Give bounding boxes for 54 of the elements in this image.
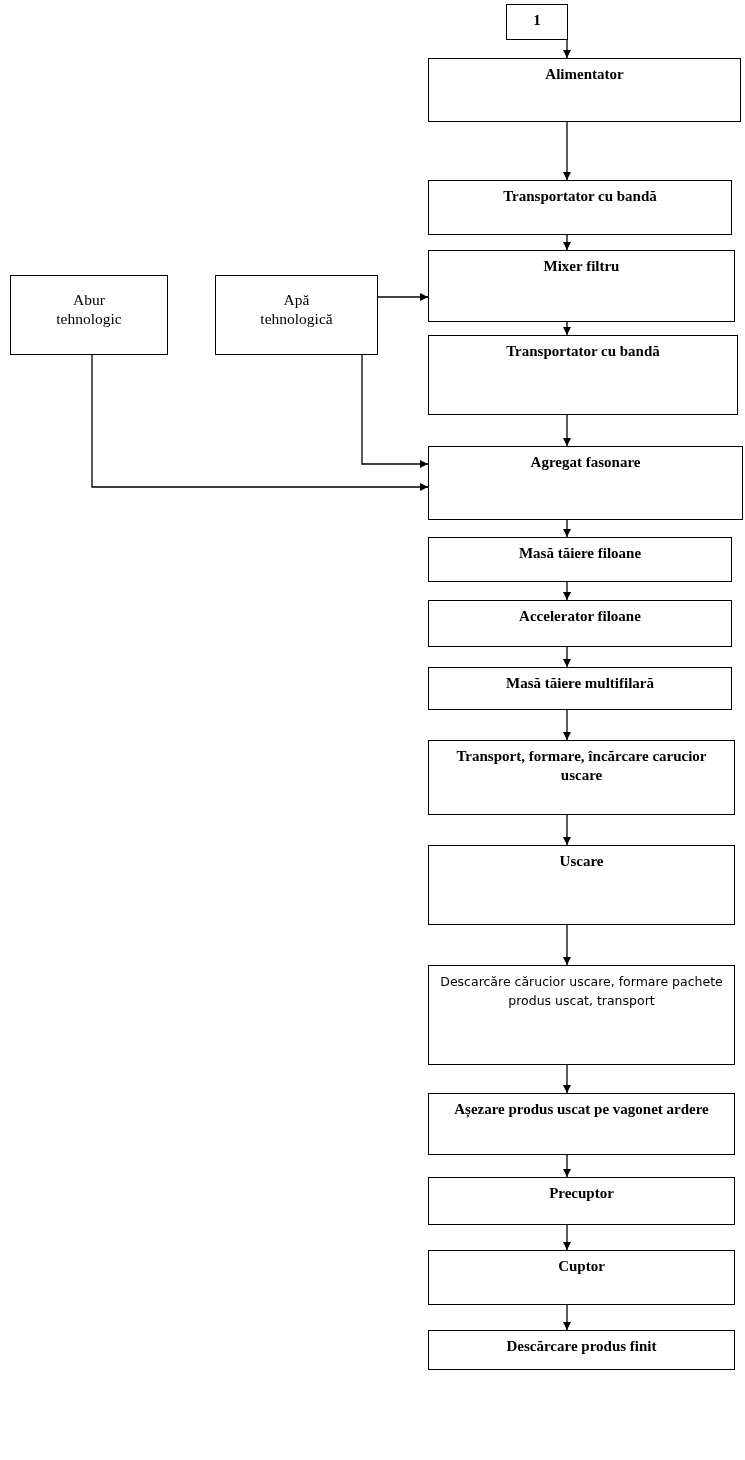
arrow [563,1304,571,1331]
process-box [428,1177,735,1225]
arrow [563,39,571,59]
arrow [377,293,429,301]
box-label: Abur tehnologic [55,290,123,329]
box-label: Descărcare produs finit [506,1337,657,1356]
input-box [10,275,168,355]
arrow [563,234,571,251]
process-box [506,4,568,40]
arrow [563,581,571,601]
arrow [563,1154,571,1178]
process-box [428,335,738,415]
box-label: Transportator cu bandă [506,342,660,361]
process-box [428,180,732,235]
box-label: Transport, formare, încărcare carucior uscare [455,747,708,785]
process-box [428,600,732,647]
arrow [563,121,571,181]
process-box [428,740,735,815]
box-label: Apă tehnologică [259,290,334,329]
box-label: Așezare produs uscat pe vagonet ardere [454,1100,709,1119]
box-label: Masă tăiere filoane [518,544,642,563]
box-label: Masă tăiere multifilară [506,674,654,693]
arrow [563,1064,571,1094]
arrow [563,519,571,538]
box-label: Mixer filtru [543,257,620,276]
arrow [563,814,571,846]
process-box [428,965,735,1065]
box-label: Transportator cu bandă [503,187,657,206]
box-label: Uscare [559,852,604,871]
process-box [428,1250,735,1305]
box-label: Descarcăre cărucior uscare, formare pachete produs uscat, transport [439,973,724,1011]
box-label: Alimentator [545,65,624,84]
process-box [428,58,741,122]
arrow [563,924,571,966]
process-box [428,537,732,582]
process-box [428,1330,735,1370]
arrow [361,354,429,468]
arrow [563,414,571,447]
box-label: Accelerator filoane [519,607,641,626]
arrow [563,709,571,741]
arrow [563,1224,571,1251]
input-box [215,275,378,355]
process-box [428,845,735,925]
box-label: 1 [533,11,541,30]
arrow [563,321,571,336]
box-label: Agregat fasonare [530,453,641,472]
process-box [428,667,732,710]
process-box [428,1093,735,1155]
arrow [91,354,429,491]
process-box [428,446,743,520]
box-label: Cuptor [558,1257,605,1276]
process-box [428,250,735,322]
arrow [563,646,571,668]
box-label: Precuptor [549,1184,614,1203]
